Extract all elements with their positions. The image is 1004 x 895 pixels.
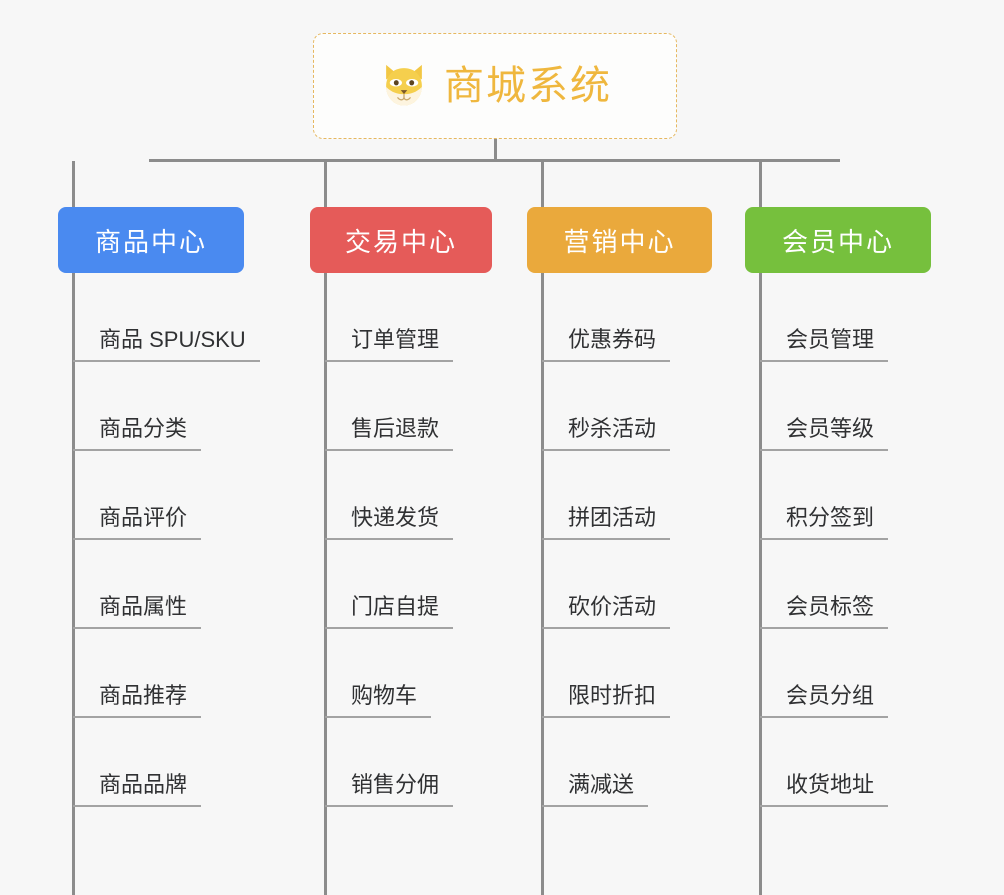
category-header-1[interactable]: 商品中心 — [58, 207, 244, 273]
leaf-label: 积分签到 — [760, 507, 889, 540]
leaf-label: 商品评价 — [73, 507, 202, 540]
leaf-label: 秒杀活动 — [542, 418, 671, 451]
leaf-label: 商品品牌 — [73, 774, 202, 807]
leaf-label: 订单管理 — [325, 329, 454, 362]
list-item[interactable]: 商品品牌 — [73, 718, 260, 807]
leaf-list-2: 订单管理 售后退款 快递发货 门店自提 购物车 销售分佣 — [325, 273, 454, 807]
list-item[interactable]: 收货地址 — [760, 718, 889, 807]
list-item[interactable]: 满减送 — [542, 718, 670, 807]
mindmap-canvas: 商城系统 商品中心 商品 SPU/SKU 商品分类 商品评价 商品属性 商品推荐… — [58, 33, 931, 895]
leaf-label: 满减送 — [542, 774, 649, 807]
leaf-label: 拼团活动 — [542, 507, 671, 540]
leaf-label: 收货地址 — [760, 774, 889, 807]
leaf-label: 商品分类 — [73, 418, 202, 451]
list-item[interactable]: 商品属性 — [73, 540, 260, 629]
shiba-dog-emoji-icon — [386, 64, 422, 106]
leaf-label: 优惠券码 — [542, 329, 671, 362]
list-item[interactable]: 商品 SPU/SKU — [73, 273, 260, 362]
list-item[interactable]: 优惠券码 — [542, 273, 671, 362]
connector-horizontal-bus — [149, 159, 840, 162]
leaf-label: 商品 SPU/SKU — [73, 329, 260, 362]
leaf-label: 会员标签 — [760, 596, 889, 629]
leaf-list-4: 会员管理 会员等级 积分签到 会员标签 会员分组 收货地址 — [760, 273, 889, 807]
root-title: 商城系统 — [444, 64, 612, 108]
list-item[interactable]: 秒杀活动 — [542, 362, 671, 451]
connector-spine-1 — [72, 273, 75, 895]
connector-branch-drop — [759, 161, 762, 207]
list-item[interactable]: 会员管理 — [760, 273, 889, 362]
leaf-label: 商品推荐 — [73, 685, 202, 718]
list-item[interactable]: 销售分佣 — [325, 718, 454, 807]
leaf-label: 限时折扣 — [542, 685, 671, 718]
list-item[interactable]: 购物车 — [325, 629, 453, 718]
leaf-label: 会员等级 — [760, 418, 889, 451]
leaf-label: 商品属性 — [73, 596, 202, 629]
list-item[interactable]: 商品推荐 — [73, 629, 260, 718]
list-item[interactable]: 商品评价 — [73, 451, 260, 540]
list-item[interactable]: 拼团活动 — [542, 451, 671, 540]
connector-spine-4 — [759, 273, 762, 895]
connector-branch-drop — [72, 161, 75, 207]
category-header-2[interactable]: 交易中心 — [310, 207, 492, 273]
root-node[interactable]: 商城系统 — [313, 33, 677, 139]
list-item[interactable]: 砍价活动 — [542, 540, 671, 629]
leaf-label: 销售分佣 — [325, 774, 454, 807]
list-item[interactable]: 快递发货 — [325, 451, 454, 540]
leaf-list-3: 优惠券码 秒杀活动 拼团活动 砍价活动 限时折扣 满减送 — [542, 273, 671, 807]
list-item[interactable]: 会员标签 — [760, 540, 889, 629]
leaf-label: 门店自提 — [325, 596, 454, 629]
leaf-label: 会员管理 — [760, 329, 889, 362]
leaf-label: 购物车 — [325, 685, 432, 718]
list-item[interactable]: 门店自提 — [325, 540, 454, 629]
connector-branch-drop — [324, 161, 327, 207]
connector-branch-drop — [541, 161, 544, 207]
list-item[interactable]: 限时折扣 — [542, 629, 671, 718]
connector-spine-3 — [541, 273, 544, 895]
category-header-4[interactable]: 会员中心 — [745, 207, 931, 273]
list-item[interactable]: 售后退款 — [325, 362, 454, 451]
list-item[interactable]: 会员等级 — [760, 362, 889, 451]
connector-spine-2 — [324, 273, 327, 895]
list-item[interactable]: 订单管理 — [325, 273, 454, 362]
list-item[interactable]: 商品分类 — [73, 362, 260, 451]
list-item[interactable]: 积分签到 — [760, 451, 889, 540]
leaf-label: 售后退款 — [325, 418, 454, 451]
connector-root-stem — [494, 139, 497, 161]
leaf-label: 快递发货 — [325, 507, 454, 540]
category-header-3[interactable]: 营销中心 — [527, 207, 712, 273]
list-item[interactable]: 会员分组 — [760, 629, 889, 718]
leaf-label: 砍价活动 — [542, 596, 671, 629]
leaf-label: 会员分组 — [760, 685, 889, 718]
leaf-list-1: 商品 SPU/SKU 商品分类 商品评价 商品属性 商品推荐 商品品牌 — [73, 273, 260, 807]
